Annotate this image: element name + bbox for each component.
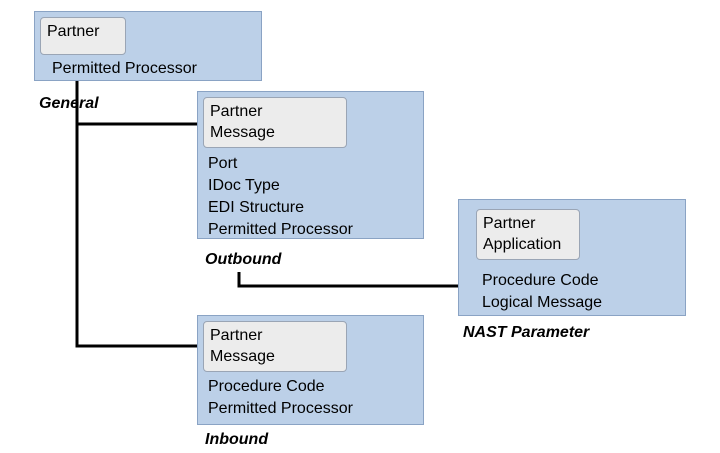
inbound-field: Procedure Code [208,378,325,395]
nast-box: Partner Application Procedure Code Logic… [458,199,686,316]
outbound-caption: Outbound [205,251,282,268]
outbound-key-box: Partner Message [203,97,347,148]
inbound-fields: Procedure Code Permitted Processor [208,376,353,420]
inbound-key-line: Partner [210,327,263,344]
nast-key-line: Partner [483,215,536,232]
nast-key-box: Partner Application [476,209,580,260]
outbound-field: IDoc Type [208,177,280,194]
nast-fields: Procedure Code Logical Message [482,270,602,314]
general-box: Partner Permitted Processor [34,11,262,81]
general-caption: General [39,95,99,112]
outbound-field: Permitted Processor [208,221,353,238]
connector-outbound-nast [237,272,458,288]
nast-field: Procedure Code [482,272,599,289]
outbound-key-line: Partner [210,103,263,120]
general-fields: Permitted Processor [52,58,197,80]
outbound-field: Port [208,155,238,172]
outbound-field: EDI Structure [208,199,305,216]
outbound-box: Partner Message Port IDoc Type EDI Struc… [197,91,424,239]
inbound-key-box: Partner Message [203,321,347,372]
general-key-box: Partner [40,17,126,55]
nast-key-line: Application [483,236,562,253]
general-field: Permitted Processor [52,60,197,77]
general-key-line: Partner [47,23,100,40]
outbound-key-line: Message [210,124,275,141]
inbound-box: Partner Message Procedure Code Permitted… [197,315,424,425]
inbound-key-line: Message [210,348,275,365]
connector-general-trunk [75,81,197,348]
inbound-caption: Inbound [205,431,269,448]
nast-field: Logical Message [482,294,603,311]
nast-caption: NAST Parameter [463,324,590,341]
outbound-fields: Port IDoc Type EDI Structure Permitted P… [208,153,353,241]
inbound-field: Permitted Processor [208,400,353,417]
